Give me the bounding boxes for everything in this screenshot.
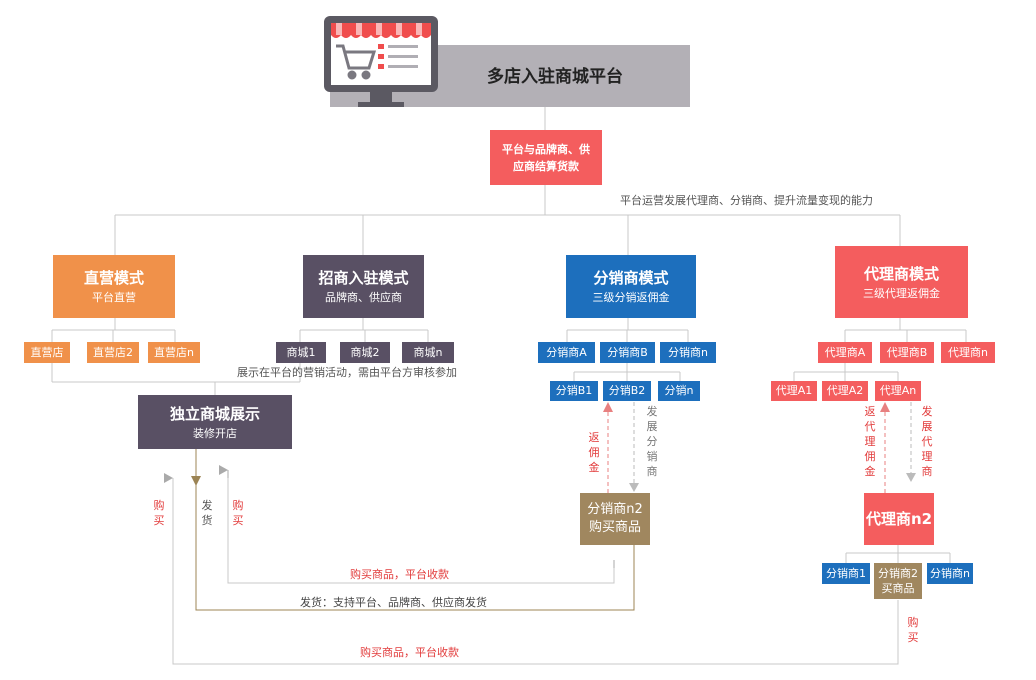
- rebate-agent-label: 返代理佣金: [864, 405, 876, 478]
- distributor-level1: 分销商B: [600, 342, 655, 363]
- independent-mall-title: 独立商城展示: [169, 404, 260, 423]
- distributor-level2: 分销n: [658, 381, 700, 401]
- merchant-mode-title: 招商入驻模式: [318, 269, 409, 287]
- direct-mode-subtitle: 平台直营: [92, 291, 136, 304]
- direct-store: 直营店n: [148, 342, 200, 363]
- agent-level2: 代理An: [875, 381, 921, 401]
- shopping-cart-icon: [336, 44, 377, 80]
- agent-n2-child: 分销商2买商品: [874, 563, 922, 599]
- agent-mode-subtitle: 三级代理返佣金: [863, 286, 940, 300]
- distributor-level2: 分销B1: [550, 381, 598, 401]
- ship-note-label: 发货：支持平台、品牌商、供应商发货: [300, 596, 487, 609]
- agent-n2-child-purchase: 分销商2买商品: [878, 567, 918, 595]
- activity-note: 展示在平台的营销活动，需由平台方审核参加: [237, 366, 457, 379]
- agent-n2-child: 分销商1: [822, 563, 870, 584]
- agent-level2: 代理A2: [822, 381, 868, 401]
- distributor-n2-name: 分销商n2: [587, 502, 643, 517]
- distributor-n2-box: 分销商n2 购买商品: [580, 493, 650, 545]
- direct-store: 直营店: [24, 342, 70, 363]
- shop-monitor-icon: [324, 16, 438, 107]
- distributor-n2-action: 购买商品: [588, 520, 641, 535]
- develop-distributor-label: 发展分销商: [646, 405, 658, 478]
- distributor-level2: 分销B2: [603, 381, 651, 401]
- merchant-store: 商城1: [276, 342, 326, 363]
- buy-platform-collect-label: 购买商品，平台收款: [350, 568, 449, 581]
- develop-agent-label: 发展代理商: [921, 405, 933, 478]
- distributor-level1: 分销商n: [660, 342, 716, 363]
- agent-n2-title: 代理商n2: [865, 510, 933, 528]
- agent-level1: 代理商A: [818, 342, 872, 363]
- buy-platform-collect-label: 购买商品，平台收款: [360, 646, 459, 659]
- settlement-text: 平台与品牌商、供应商结算货款: [502, 142, 590, 173]
- agent-n2-child: 分销商n: [927, 563, 973, 584]
- buy-label: 购买: [153, 499, 165, 527]
- agent-level1: 代理商B: [880, 342, 934, 363]
- agent-level2: 代理A1: [771, 381, 817, 401]
- distributor-level1: 分销商A: [538, 342, 595, 363]
- distribution-mode-title: 分销商模式: [593, 269, 669, 287]
- merchant-store: 商城2: [340, 342, 390, 363]
- agent-mode-title: 代理商模式: [863, 264, 939, 283]
- independent-mall-box: 独立商城展示 装修开店: [138, 395, 292, 449]
- platform-title: 多店入驻商城平台: [487, 67, 623, 87]
- direct-store: 直营店2: [87, 342, 139, 363]
- distribution-mode-subtitle: 三级分销返佣金: [592, 291, 670, 304]
- independent-mall-subtitle: 装修开店: [193, 426, 237, 440]
- agent-n2-box: 代理商n2: [864, 493, 934, 545]
- agent-mode-box: 代理商模式 三级代理返佣金: [835, 246, 968, 318]
- rebate-label: 返佣金: [588, 431, 600, 474]
- direct-mode-box: 直营模式 平台直营: [53, 255, 175, 318]
- agent-level1: 代理商n: [941, 342, 995, 363]
- direct-mode-title: 直营模式: [83, 269, 144, 287]
- ship-label: 发货: [201, 499, 213, 527]
- buy-label: 购买: [907, 616, 919, 644]
- merchant-store: 商城n: [402, 342, 454, 363]
- merchant-mode-subtitle: 品牌商、供应商: [325, 291, 402, 304]
- buy-label: 购买: [232, 499, 244, 527]
- distribution-mode-box: 分销商模式 三级分销返佣金: [566, 255, 696, 318]
- merchant-mode-box: 招商入驻模式 品牌商、供应商: [303, 255, 424, 318]
- capability-note: 平台运营发展代理商、分销商、提升流量变现的能力: [620, 194, 873, 207]
- settlement-box: 平台与品牌商、供应商结算货款: [490, 130, 602, 185]
